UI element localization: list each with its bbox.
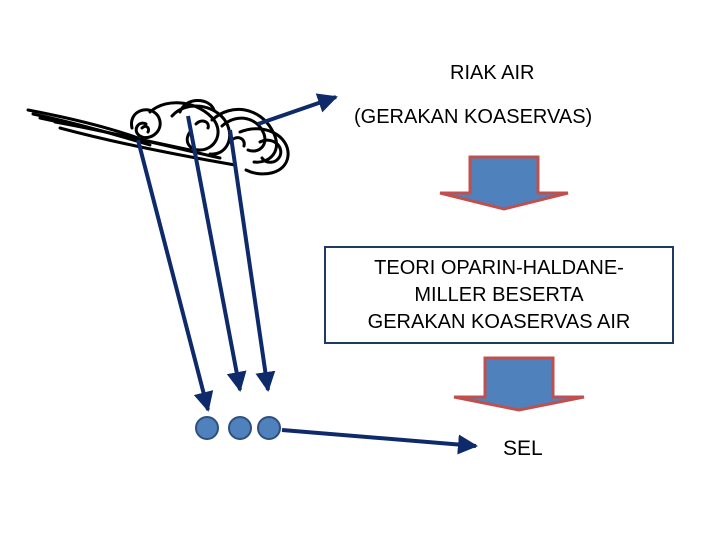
- arrow-down-to-cell-2: [186, 115, 247, 392]
- theory-line-1: TEORI OPARIN-HALDANE-: [374, 256, 624, 279]
- water-ripple-drawing: [26, 99, 290, 176]
- arrow-to-sel: [281, 428, 478, 455]
- cell-circle-2: [228, 416, 252, 440]
- arrow-down-to-cell-3: [228, 129, 276, 392]
- sel-label: SEL: [503, 437, 543, 460]
- block-arrow-bottom: [453, 356, 585, 412]
- block-arrow-top: [439, 155, 569, 211]
- cell-circle-3: [257, 416, 281, 440]
- cell-circle-1: [195, 416, 219, 440]
- arrow-down-to-cell-1: [136, 139, 214, 412]
- theory-line-3: GERAKAN KOASERVAS AIR: [367, 310, 631, 333]
- theory-line-2: MILLER BESERTA: [414, 283, 584, 306]
- theory-box-text: TEORI OPARIN-HALDANE- MILLER BESERTA GER…: [368, 255, 631, 336]
- gerakan-koaservas-label: (GERAKAN KOASERVAS): [354, 106, 593, 128]
- theory-box: TEORI OPARIN-HALDANE- MILLER BESERTA GER…: [324, 246, 674, 344]
- arrow-to-riak-air: [257, 93, 338, 126]
- riak-air-label: RIAK AIR: [450, 62, 535, 84]
